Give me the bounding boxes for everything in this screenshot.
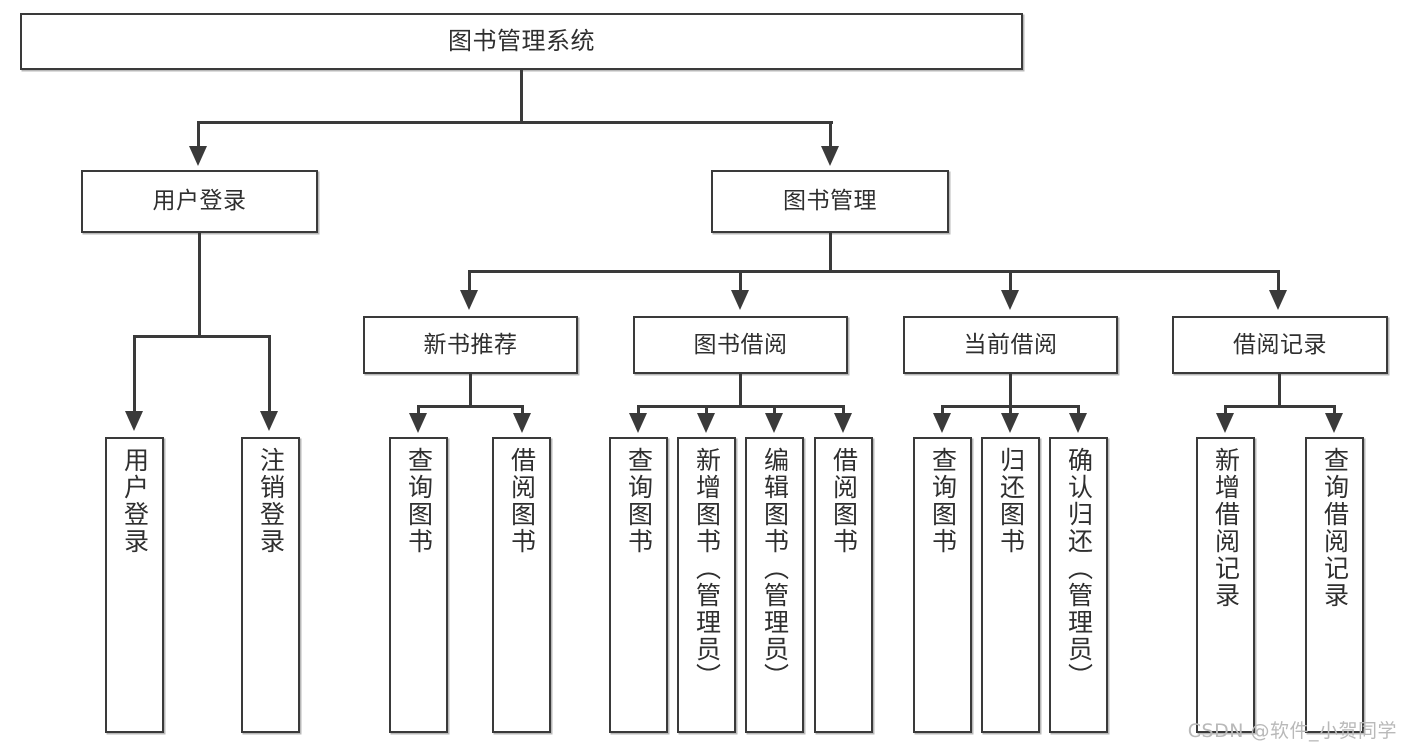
connector-bb-to-leaf-2 [705,405,708,415]
arrow-to-leaf-user-login [125,411,143,431]
arrow-to-leaf-query-book-1 [409,413,427,433]
node-root-book-management-system[interactable]: 图书管理系统 [20,13,1023,70]
node-label: 编辑图书（管理员） [760,447,790,690]
node-borrow-record[interactable]: 借阅记录 [1172,316,1388,374]
connector-br-to-leaf-2 [1333,405,1336,415]
connector-bb-to-leaf-4 [842,405,845,415]
node-label: 归还图书 [996,447,1026,555]
connector-bb-to-leaf-1 [637,405,640,415]
connector-book-management-bus [468,270,1280,273]
node-label: 新书推荐 [423,331,518,358]
node-current-borrow[interactable]: 当前借阅 [903,316,1118,374]
node-label: 注销登录 [256,447,286,555]
node-user-login[interactable]: 用户登录 [81,170,318,233]
node-leaf-add-record[interactable]: 新增借阅记录 [1196,437,1255,733]
node-leaf-add-book[interactable]: 新增图书（管理员） [677,437,736,733]
node-leaf-return-book[interactable]: 归还图书 [981,437,1040,733]
connector-user-login-stem [198,233,201,337]
arrow-to-leaf-query-book-2 [629,413,647,433]
connector-borrow-record-bus [1224,405,1336,408]
node-leaf-borrow-book-2[interactable]: 借阅图书 [814,437,873,733]
connector-book-borrow-bus [637,405,845,408]
node-leaf-query-book-1[interactable]: 查询图书 [389,437,448,733]
node-leaf-query-book-2[interactable]: 查询图书 [609,437,668,733]
node-label: 查询图书 [404,447,434,555]
arrow-to-current-borrow [1001,290,1019,310]
node-label: 借阅图书 [507,447,537,555]
arrow-to-leaf-borrow-book-1 [513,413,531,433]
connector-borrow-record-stem [1278,374,1281,407]
node-leaf-user-login[interactable]: 用户登录 [105,437,164,733]
node-label: 查询图书 [624,447,654,555]
connector-new-book-to-leaf-2 [521,405,524,415]
arrow-to-new-book-recommend [460,290,478,310]
node-leaf-query-book-3[interactable]: 查询图书 [913,437,972,733]
arrow-to-leaf-confirm-return [1069,413,1087,433]
connector-br-to-leaf-1 [1224,405,1227,415]
arrow-to-leaf-borrow-book-2 [834,413,852,433]
connector-user-login-bus [133,335,270,338]
connector-root-to-user-login [197,121,200,149]
connector-current-borrow-stem [1009,374,1012,407]
connector-root-to-book-management [829,121,832,149]
node-book-borrow[interactable]: 图书借阅 [633,316,848,374]
connector-book-borrow-stem [739,374,742,407]
arrow-to-leaf-query-record [1325,413,1343,433]
node-book-management[interactable]: 图书管理 [711,170,949,233]
arrow-to-user-login [189,146,207,166]
arrow-to-book-borrow [731,290,749,310]
node-new-book-recommend[interactable]: 新书推荐 [363,316,578,374]
arrow-to-leaf-add-record [1216,413,1234,433]
node-label: 用户登录 [120,447,150,555]
arrow-to-leaf-edit-book [765,413,783,433]
node-leaf-query-record[interactable]: 查询借阅记录 [1305,437,1364,733]
node-leaf-borrow-book-1[interactable]: 借阅图书 [492,437,551,733]
node-leaf-edit-book[interactable]: 编辑图书（管理员） [745,437,804,733]
node-label: 借阅图书 [829,447,859,555]
connector-new-book-stem [469,374,472,407]
connector-new-book-bus [417,405,524,408]
arrow-to-leaf-query-book-3 [933,413,951,433]
node-label: 图书借阅 [693,331,788,358]
connector-bm-to-borrow-record [1277,270,1280,292]
connector-cb-to-leaf-3 [1077,405,1080,415]
connector-cb-to-leaf-2 [1009,405,1012,415]
node-label: 图书管理 [783,188,877,215]
connector-bm-to-book-borrow [739,270,742,292]
node-label: 新增图书（管理员） [692,447,722,690]
connector-book-management-stem [829,233,832,272]
node-label: 确认归还（管理员） [1064,447,1094,690]
node-leaf-confirm-return[interactable]: 确认归还（管理员） [1049,437,1108,733]
connector-bm-to-new-book [468,270,471,292]
node-label: 新增借阅记录 [1211,447,1241,609]
connector-root-bus [197,121,833,124]
connector-user-login-to-leaf-2 [268,335,271,413]
node-label: 当前借阅 [963,331,1058,358]
connector-cb-to-leaf-1 [941,405,944,415]
csdn-watermark: CSDN @软件_小贺同学 [1187,720,1397,742]
arrow-to-book-management [821,146,839,166]
connector-user-login-to-leaf-1 [133,335,136,413]
node-leaf-logout[interactable]: 注销登录 [241,437,300,733]
node-label: 查询借阅记录 [1320,447,1350,609]
arrow-to-borrow-record [1269,290,1287,310]
connector-new-book-to-leaf-1 [417,405,420,415]
arrow-to-leaf-logout [260,411,278,431]
arrow-to-leaf-return-book [1001,413,1019,433]
connector-bm-to-current-borrow [1009,270,1012,292]
arrow-to-leaf-add-book [697,413,715,433]
node-label: 查询图书 [928,447,958,555]
connector-root-stem [520,70,523,123]
node-label: 图书管理系统 [448,26,595,55]
node-label: 借阅记录 [1233,331,1327,358]
node-label: 用户登录 [152,188,247,215]
connector-bb-to-leaf-3 [773,405,776,415]
